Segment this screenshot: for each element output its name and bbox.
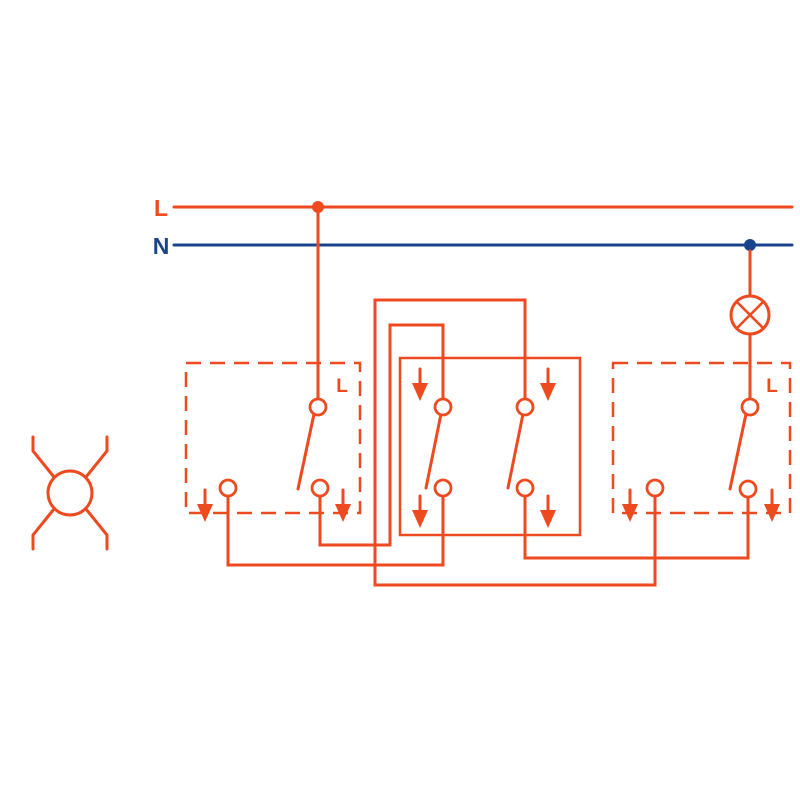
switch1-terminal-left [218, 478, 238, 498]
intermediate-lever-left [424, 412, 443, 490]
switch1-lever [296, 412, 316, 491]
intermediate-terminal-bottom-right [515, 478, 535, 498]
intermediate-terminal-top-left [433, 397, 453, 417]
switch2-terminal-left [645, 478, 665, 498]
neutral-junction-dot [744, 239, 756, 251]
intermediate-to-switch2-wire-b [523, 494, 750, 560]
wire-direction-arrow-icon [197, 488, 213, 522]
switch2-lever [728, 412, 748, 491]
intermediate-terminal-bottom-left [433, 478, 453, 498]
switch1-dashed-box [184, 361, 362, 515]
switch2-common-terminal [740, 397, 760, 417]
intermediate-switch [412, 367, 556, 528]
crossover-symbol-stroke-downright [84, 507, 109, 551]
intermediate-switch-box [398, 356, 582, 537]
lamp-icon [729, 294, 771, 336]
crossover-symbol-stroke-downleft [31, 507, 56, 551]
crossover-symbol-stroke-upright [84, 435, 109, 479]
wire-direction-arrow-icon [540, 367, 556, 401]
crossover-switch-symbol-icon [31, 435, 109, 551]
live-junction-dot [312, 201, 324, 213]
two-way-switch-1: L [197, 376, 351, 522]
switch1-common-terminal [308, 397, 328, 417]
interconnect-wires [226, 298, 750, 587]
wire-direction-arrow-icon [540, 494, 556, 528]
lamp-branch [729, 249, 771, 401]
intermediate-to-switch2-wire-a [373, 298, 657, 587]
live-label: L [154, 195, 168, 221]
switch2-common-label: L [766, 376, 778, 397]
crossover-symbol-stroke-upleft [31, 435, 56, 479]
two-way-switch-2: L [622, 376, 780, 522]
switch1-to-intermediate-wire-a [318, 323, 445, 547]
intermediate-lever-right [506, 412, 525, 490]
wire-direction-arrow-icon [412, 367, 428, 401]
lamp-cross-line-2 [736, 301, 764, 329]
wire-direction-arrow-icon [412, 494, 428, 528]
switch1-terminal-right [310, 478, 330, 498]
wire-direction-arrow-icon [622, 488, 638, 522]
switch1-to-intermediate-wire-b [226, 494, 445, 567]
switch2-terminal-right [738, 479, 758, 499]
power-lines: L N [153, 195, 794, 259]
switch1-common-label: L [336, 376, 348, 397]
intermediate-terminal-top-right [515, 397, 535, 417]
crossover-symbol-circle [46, 469, 94, 517]
neutral-label: N [153, 233, 170, 259]
wire-direction-arrow-icon [335, 488, 351, 522]
switch2-dashed-box [611, 361, 792, 515]
wire-direction-arrow-icon [764, 488, 780, 522]
